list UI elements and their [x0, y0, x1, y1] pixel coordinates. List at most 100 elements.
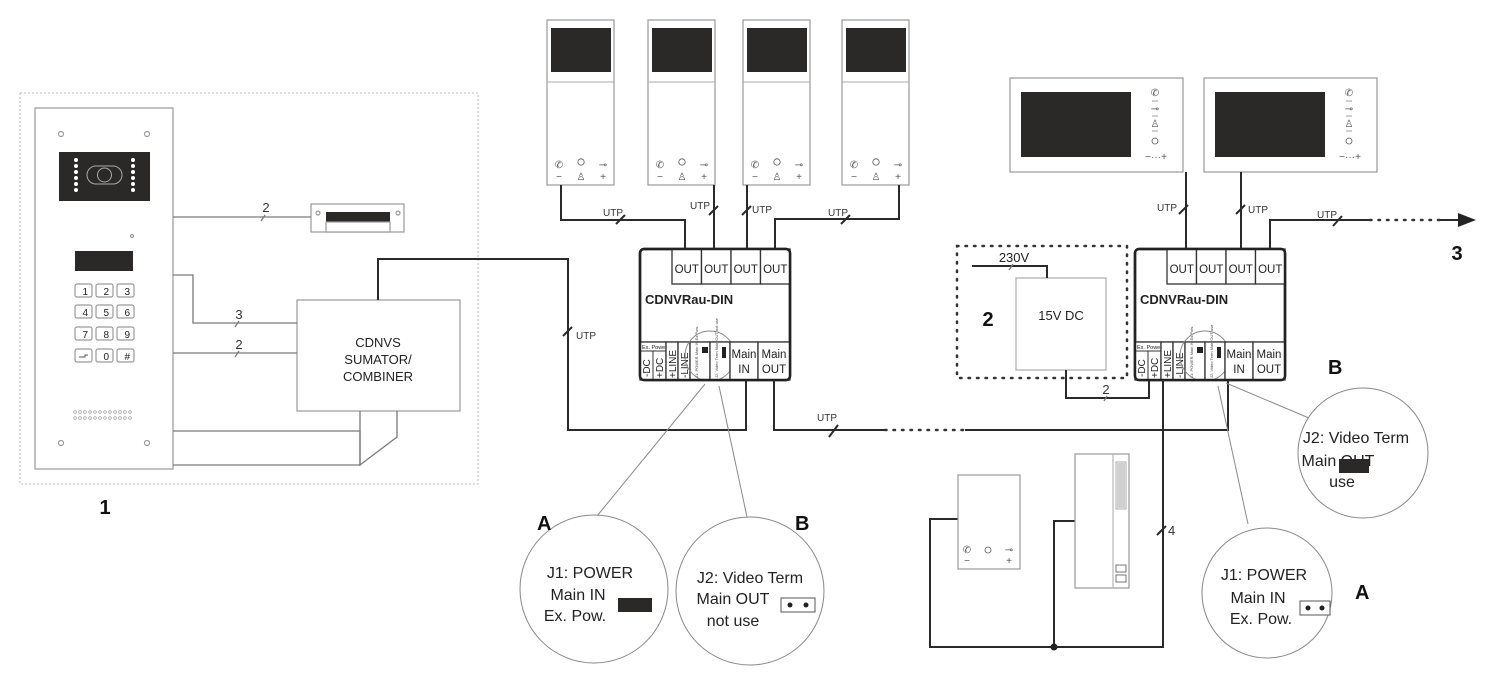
svg-text:2: 2 — [103, 287, 109, 298]
dots-icon: ··· — [1151, 152, 1161, 163]
arrow-right-icon — [1458, 213, 1476, 227]
svg-text:UTP: UTP — [1157, 203, 1177, 214]
svg-text:J2: Video Term Main OUT use: J2: Video Term Main OUT use — [1209, 324, 1214, 378]
svg-text:B: B — [795, 513, 809, 535]
keypad-key[interactable]: 0 — [95, 348, 114, 363]
keypad-key[interactable]: 5 — [95, 304, 114, 319]
minus-icon: − — [851, 172, 857, 183]
person-icon: ♙ — [1345, 119, 1354, 130]
svg-text:+LINE: +LINE — [668, 350, 679, 378]
screw-icon — [143, 130, 151, 138]
key-icon: ⊸ — [894, 160, 902, 171]
out-port — [1254, 248, 1286, 285]
jumper-open-icon — [1299, 600, 1331, 616]
svg-text:SUMATOR/: SUMATOR/ — [344, 352, 412, 367]
display — [75, 251, 133, 271]
svg-text:+DC: +DC — [1150, 358, 1161, 378]
wire-audio-bus — [929, 380, 1164, 648]
svg-text:UTP: UTP — [1317, 210, 1337, 221]
keypad-key[interactable]: 9 — [116, 326, 135, 341]
speaker-grille-icon — [73, 410, 132, 420]
keypad-key[interactable]: 3 — [116, 283, 135, 298]
phone-icon: ✆ — [656, 160, 664, 171]
keypad-key-icon[interactable] — [74, 348, 93, 363]
keypad-key[interactable]: 6 — [116, 304, 135, 319]
svg-text:COMBINER: COMBINER — [343, 369, 413, 384]
keypad-key[interactable]: # — [116, 348, 135, 363]
svg-text:230V: 230V — [999, 250, 1030, 265]
junction-dot — [1050, 643, 1058, 651]
audio-monitor: ✆ ⊸ − + — [957, 474, 1021, 570]
svg-text:Main: Main — [1257, 349, 1282, 361]
minus-icon: − — [752, 172, 758, 183]
keypad-key[interactable]: 7 — [74, 326, 93, 341]
wire-combiner-main-in — [377, 258, 747, 431]
svg-text:Ex. Power: Ex. Power — [1137, 345, 1162, 351]
svg-text:CDNVS: CDNVS — [355, 335, 401, 350]
microphone-icon — [129, 233, 135, 239]
combiner-box — [296, 299, 461, 412]
jumper-open-icon — [780, 597, 816, 613]
out-port — [700, 248, 732, 285]
monitor-screen — [551, 28, 611, 72]
svg-text:UTP: UTP — [576, 331, 596, 342]
video-monitor-wide-2: ✆⊸♙−···+ — [1203, 77, 1378, 173]
svg-text:J1: POWER Main IN Ex.Pow.: J1: POWER Main IN Ex.Pow. — [1189, 326, 1194, 378]
svg-text:6: 6 — [124, 308, 130, 319]
plus-icon: + — [895, 172, 901, 183]
camera-lens-icon — [86, 165, 123, 185]
svg-text:OUT: OUT — [675, 264, 699, 276]
monitor-screen — [1215, 92, 1325, 157]
svg-text:3: 3 — [124, 287, 130, 298]
svg-text:UTP: UTP — [690, 201, 710, 212]
svg-text:IN: IN — [738, 364, 750, 376]
svg-text:UTP: UTP — [752, 205, 772, 216]
electric-lock — [310, 203, 405, 233]
keypad-key[interactable]: 2 — [95, 283, 114, 298]
wire-panel-combiner-loop — [173, 430, 361, 466]
svg-text:UTP: UTP — [828, 208, 848, 219]
jumper-closed-icon — [1339, 459, 1369, 473]
svg-text:not use: not use — [707, 613, 760, 630]
key-icon: ⊸ — [1345, 104, 1353, 115]
out-port — [671, 248, 703, 285]
key-icon: ⊸ — [700, 160, 708, 171]
svg-text:Ex. Power: Ex. Power — [642, 345, 667, 351]
svg-text:IN: IN — [1233, 364, 1245, 376]
svg-text:Main IN: Main IN — [1230, 590, 1285, 607]
keypad-key[interactable]: 1 — [74, 283, 93, 298]
plus-icon: + — [1355, 152, 1361, 163]
screw-icon — [57, 130, 65, 138]
panel-section-border — [19, 92, 479, 485]
power-supply-box — [1015, 277, 1107, 371]
menu-button-icon[interactable] — [678, 158, 686, 166]
svg-text:OUT: OUT — [763, 264, 787, 276]
svg-text:UTP: UTP — [1248, 205, 1268, 216]
svg-text:-DC: -DC — [642, 359, 653, 377]
menu-button-icon[interactable] — [872, 158, 880, 166]
phone-icon: ✆ — [751, 160, 759, 171]
svg-text:use: use — [1329, 474, 1355, 491]
keypad-key[interactable]: 8 — [95, 326, 114, 341]
key-icon: ⊸ — [795, 160, 803, 171]
keypad-key[interactable]: 4 — [74, 304, 93, 319]
svg-text:-LINE: -LINE — [680, 352, 691, 378]
svg-text:OUT: OUT — [762, 364, 786, 376]
svg-text:OUT: OUT — [1257, 364, 1281, 376]
monitor-screen — [1021, 92, 1131, 157]
screw-icon — [143, 439, 151, 447]
menu-button-icon[interactable] — [577, 158, 585, 166]
phone-icon: ✆ — [1345, 88, 1353, 99]
menu-button-icon[interactable] — [1345, 137, 1353, 145]
module-title: CDNVRau-DIN — [1140, 292, 1228, 307]
person-icon: ♙ — [773, 172, 782, 183]
svg-text:Main IN: Main IN — [550, 587, 605, 604]
svg-text:⊸: ⊸ — [1005, 545, 1013, 556]
svg-text:7: 7 — [82, 330, 88, 341]
svg-text:Main OUT: Main OUT — [697, 591, 770, 608]
svg-text:2: 2 — [235, 337, 242, 352]
menu-button-icon[interactable] — [1151, 137, 1159, 145]
svg-text:J1: POWER: J1: POWER — [547, 565, 633, 582]
menu-button-icon[interactable] — [773, 158, 781, 166]
